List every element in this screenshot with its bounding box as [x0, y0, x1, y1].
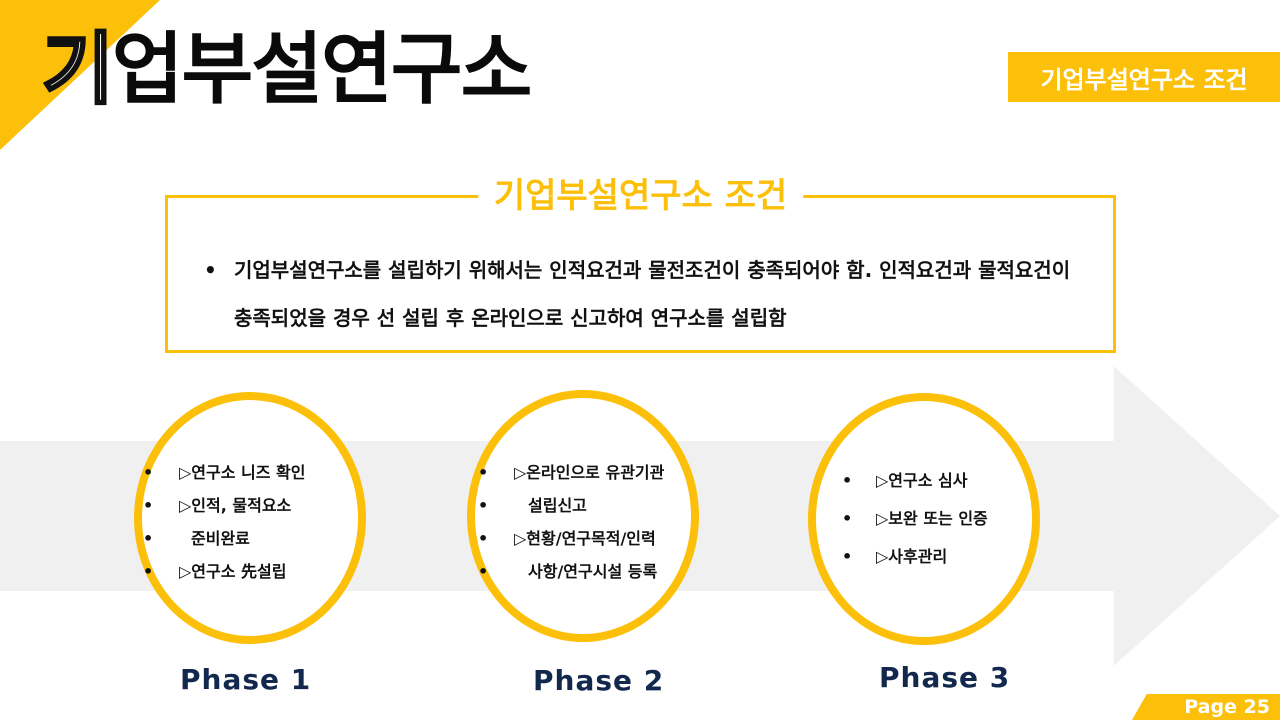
list-item: ▷연구소 先설립	[143, 559, 306, 592]
list-item: ▷인적, 물적요소	[143, 493, 306, 526]
page-title-rest: 업부설연구소	[111, 25, 533, 115]
list-item: ▷온라인으로 유관기관	[478, 460, 664, 493]
list-item: ▷연구소 니즈 확인	[143, 460, 306, 493]
list-item: ▷연구소 심사	[842, 468, 988, 506]
condition-text: 기업부설연구소를 설립하기 위해서는 인적요건과 물전조건이 충족되어야 함. …	[234, 258, 1071, 330]
page-number: Page 25	[1132, 694, 1280, 720]
list-item: 준비완료	[143, 526, 306, 559]
condition-box: 기업부설연구소 조건 • 기업부설연구소를 설립하기 위해서는 인적요건과 물전…	[165, 174, 1116, 353]
page-title: 기업부설연구소	[41, 25, 533, 115]
page-title-first-char: 기	[41, 25, 116, 115]
phase-3-label: Phase 3	[879, 661, 1011, 694]
phase-3-items: ▷연구소 심사 ▷보완 또는 인증 ▷사후관리	[842, 468, 988, 582]
list-item: ▷현황/연구목적/인력	[478, 526, 664, 559]
list-item: 설립신고	[478, 493, 664, 526]
phase-2-label: Phase 2	[533, 664, 665, 697]
section-badge: 기업부설연구소 조건	[1008, 52, 1280, 102]
condition-box-title: 기업부설연구소 조건	[477, 174, 804, 218]
phase-1-label: Phase 1	[180, 663, 312, 696]
list-item: 사항/연구시설 등록	[478, 559, 664, 592]
phase-2-items: ▷온라인으로 유관기관 설립신고 ▷현황/연구목적/인력 사항/연구시설 등록	[478, 460, 664, 592]
phase-1-items: ▷연구소 니즈 확인 ▷인적, 물적요소 준비완료 ▷연구소 先설립	[143, 460, 306, 592]
condition-bullet: •	[204, 258, 217, 282]
list-item: ▷보완 또는 인증	[842, 506, 988, 544]
list-item: ▷사후관리	[842, 544, 988, 582]
